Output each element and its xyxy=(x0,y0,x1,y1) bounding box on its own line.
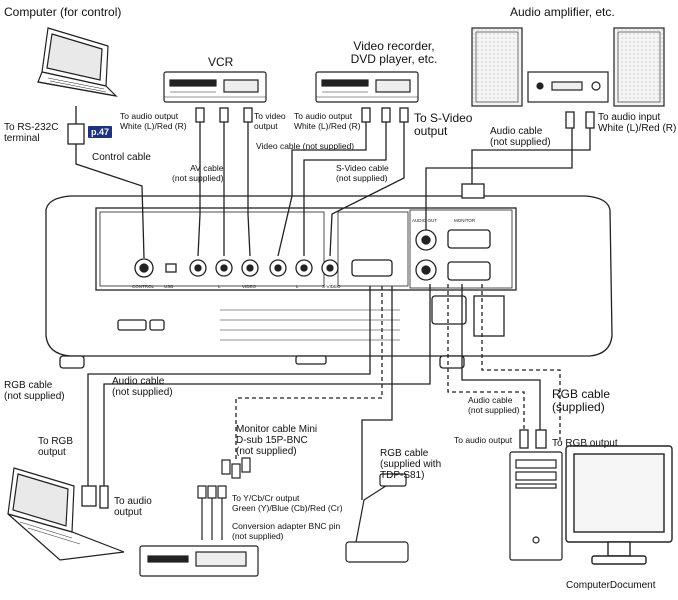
conversion-adapter-label: Conversion adapter BNC pin (not supplied… xyxy=(232,521,341,541)
cables-top xyxy=(67,106,595,259)
av-cable-label: AV cable (not supplied) xyxy=(172,163,224,183)
computer-control-title: Computer (for control) xyxy=(4,5,122,19)
panel-label-l2: L xyxy=(296,284,299,289)
page-reference-badge: p.47 xyxy=(88,126,113,138)
panel-label-usb: USB xyxy=(164,284,173,289)
svideo-cable-label: S-Video cable (not supplied) xyxy=(336,163,389,183)
presentation-laptop-image xyxy=(7,467,125,561)
rgb-cable-left-label: RGB cable (not supplied) xyxy=(4,380,65,402)
audio-cable-left-label: Audio cable (not supplied) xyxy=(112,376,173,398)
control-cable-label: Control cable xyxy=(92,152,151,163)
vcr-video-output-label: To video output xyxy=(254,111,286,131)
audio-input-label: To audio input White (L)/Red (R) xyxy=(598,112,677,134)
panel-label-video: VIDEO xyxy=(242,284,257,289)
document-camera-image xyxy=(345,473,409,563)
to-rgb-output-right-label: To RGB output xyxy=(552,438,618,449)
to-rgb-output-left-label: To RGB output xyxy=(38,436,74,458)
control-laptop-image xyxy=(37,27,118,97)
audio-amplifier-image xyxy=(471,27,665,107)
panel-label-monitor: MONITOR xyxy=(454,218,476,223)
panel-label-control: CONTROL xyxy=(132,284,154,289)
vcr-image xyxy=(163,71,267,103)
vcr-title: VCR xyxy=(208,55,234,69)
monitor-cable-label: Monitor cable Mini D-sub 15P-BNC (not su… xyxy=(236,424,318,457)
rgb-cable-tdp-label: RGB cable (supplied with TDP-S81) xyxy=(380,448,442,481)
video-recorder-image xyxy=(315,71,419,103)
cables-bottom xyxy=(81,284,561,509)
bnc-adapter-image xyxy=(197,457,251,540)
vr-audio-output-label: To audio output White (L)/Red (R) xyxy=(294,111,361,131)
to-audio-output-right-label: To audio output xyxy=(454,435,513,445)
to-audio-output-left-label: To audio output xyxy=(114,496,152,518)
rgb-cable-supplied-label: RGB cable (supplied) xyxy=(552,387,611,414)
monitor-image xyxy=(565,445,673,565)
audio-cable-top-label: Audio cable (not supplied) xyxy=(490,126,551,148)
projector-image xyxy=(45,195,613,369)
dvd-player-image xyxy=(139,545,259,577)
video-cable-label: Video cable (not supplied) xyxy=(256,141,355,151)
desktop-tower-image xyxy=(509,451,563,561)
audio-amplifier-title: Audio amplifier, etc. xyxy=(510,5,615,19)
panel-label-svideo: S-VIDEO xyxy=(322,284,341,289)
panel-label-audio-out: AUDIO OUT xyxy=(412,218,437,223)
video-recorder-title: Video recorder, DVD player, etc. xyxy=(350,39,438,66)
rs232c-label: To RS-232C terminal xyxy=(4,122,59,144)
vr-svideo-output-label: To S-Video output xyxy=(414,111,473,138)
audio-cable-right-label: Audio cable (not supplied) xyxy=(468,395,520,415)
panel-port-labels: CONTROL USB L VIDEO L S-VIDEO AUDIO OUT … xyxy=(132,218,476,289)
ycbcr-output-label: To Y/Cb/Cr output Green (Y)/Blue (Cb)/Re… xyxy=(232,493,343,513)
computer-document-title: ComputerDocument xyxy=(566,580,656,591)
vcr-audio-output-label: To audio output White (L)/Red (R) xyxy=(120,111,187,131)
panel-label-l: L xyxy=(218,284,221,289)
